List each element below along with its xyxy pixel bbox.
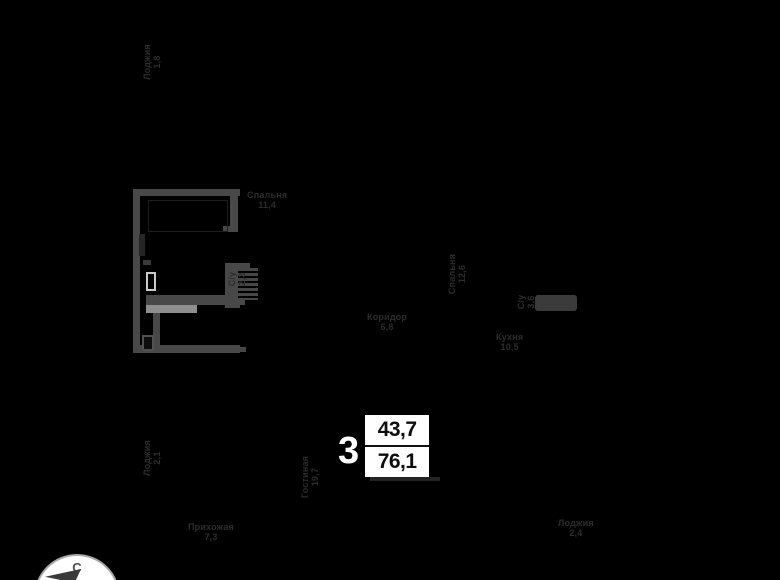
room-area: 2,3: [237, 272, 247, 286]
room-name: С/у: [227, 271, 237, 287]
room-area: 7,3: [204, 532, 218, 542]
wall-nub: [143, 260, 151, 265]
room-count: 3: [338, 429, 360, 472]
living-area: 43,7: [377, 418, 417, 441]
wall-right-stub: [225, 263, 250, 270]
area-box: 43,7 76,1: [365, 415, 430, 477]
furniture-outline: [148, 200, 228, 232]
room-label: Прихожая 7,3: [188, 522, 234, 542]
wall-right-upper-foot: [223, 226, 238, 232]
room-label: С/у 3,6: [516, 295, 536, 310]
wall-left: [133, 189, 140, 353]
room-name: Лоджия: [142, 440, 152, 476]
room-name: Лоджия: [558, 518, 594, 528]
room-label: Спальня 12,6: [447, 254, 467, 294]
room-name: Спальня: [247, 190, 288, 200]
wall-interior-vertical: [153, 313, 160, 347]
door-leaf: [146, 272, 156, 291]
corridor-bar: [535, 295, 577, 311]
room-area: 2,1: [152, 451, 162, 465]
room-label: Коридор 6,8: [367, 312, 407, 332]
room-area: 1,8: [152, 55, 162, 69]
wall-right-upper: [230, 189, 238, 232]
compass-north-label: С: [72, 560, 82, 575]
room-area: 10,5: [500, 342, 519, 352]
total-area: 76,1: [377, 450, 417, 473]
area-divider: [365, 445, 430, 447]
wall-top: [133, 189, 240, 196]
room-label: Лоджия 2,4: [558, 518, 594, 538]
compass-needle-icon: [45, 569, 81, 580]
room-name: Спальня: [447, 253, 457, 295]
room-label: Спальня 11,4: [247, 190, 287, 210]
wall-partition-light: [146, 305, 197, 313]
room-name: С/у: [516, 294, 526, 310]
room-label: Лоджия 1,8: [142, 44, 162, 80]
room-name: Кухня: [496, 332, 524, 342]
room-name: Коридор: [367, 312, 408, 322]
room-label: Кухня 10,5: [496, 332, 523, 352]
room-name: Прихожая: [188, 522, 235, 532]
room-name: Гостиная: [300, 455, 310, 499]
room-name: Лоджия: [142, 44, 152, 80]
shaft-block: [142, 335, 154, 351]
wall-bottom-extension: [240, 347, 246, 352]
room-area: 19,7: [310, 467, 320, 487]
stair-hatch: [238, 268, 258, 300]
compass-icon: С: [34, 554, 120, 580]
window-mark: [139, 234, 145, 256]
wall-middle: [146, 295, 245, 305]
badge-shadow: [370, 477, 440, 481]
room-area: 6,8: [380, 322, 394, 332]
wall-bottom: [140, 345, 240, 353]
room-label: Гостиная 19,7: [300, 456, 320, 498]
room-label: С/у 2,3: [227, 272, 247, 287]
room-area: 11,4: [258, 200, 277, 210]
room-label: Лоджия 2,1: [142, 440, 162, 476]
room-area: 12,6: [457, 264, 467, 284]
room-area: 2,4: [569, 528, 583, 538]
apartment-badge[interactable]: 3 43,7 76,1: [338, 410, 430, 477]
